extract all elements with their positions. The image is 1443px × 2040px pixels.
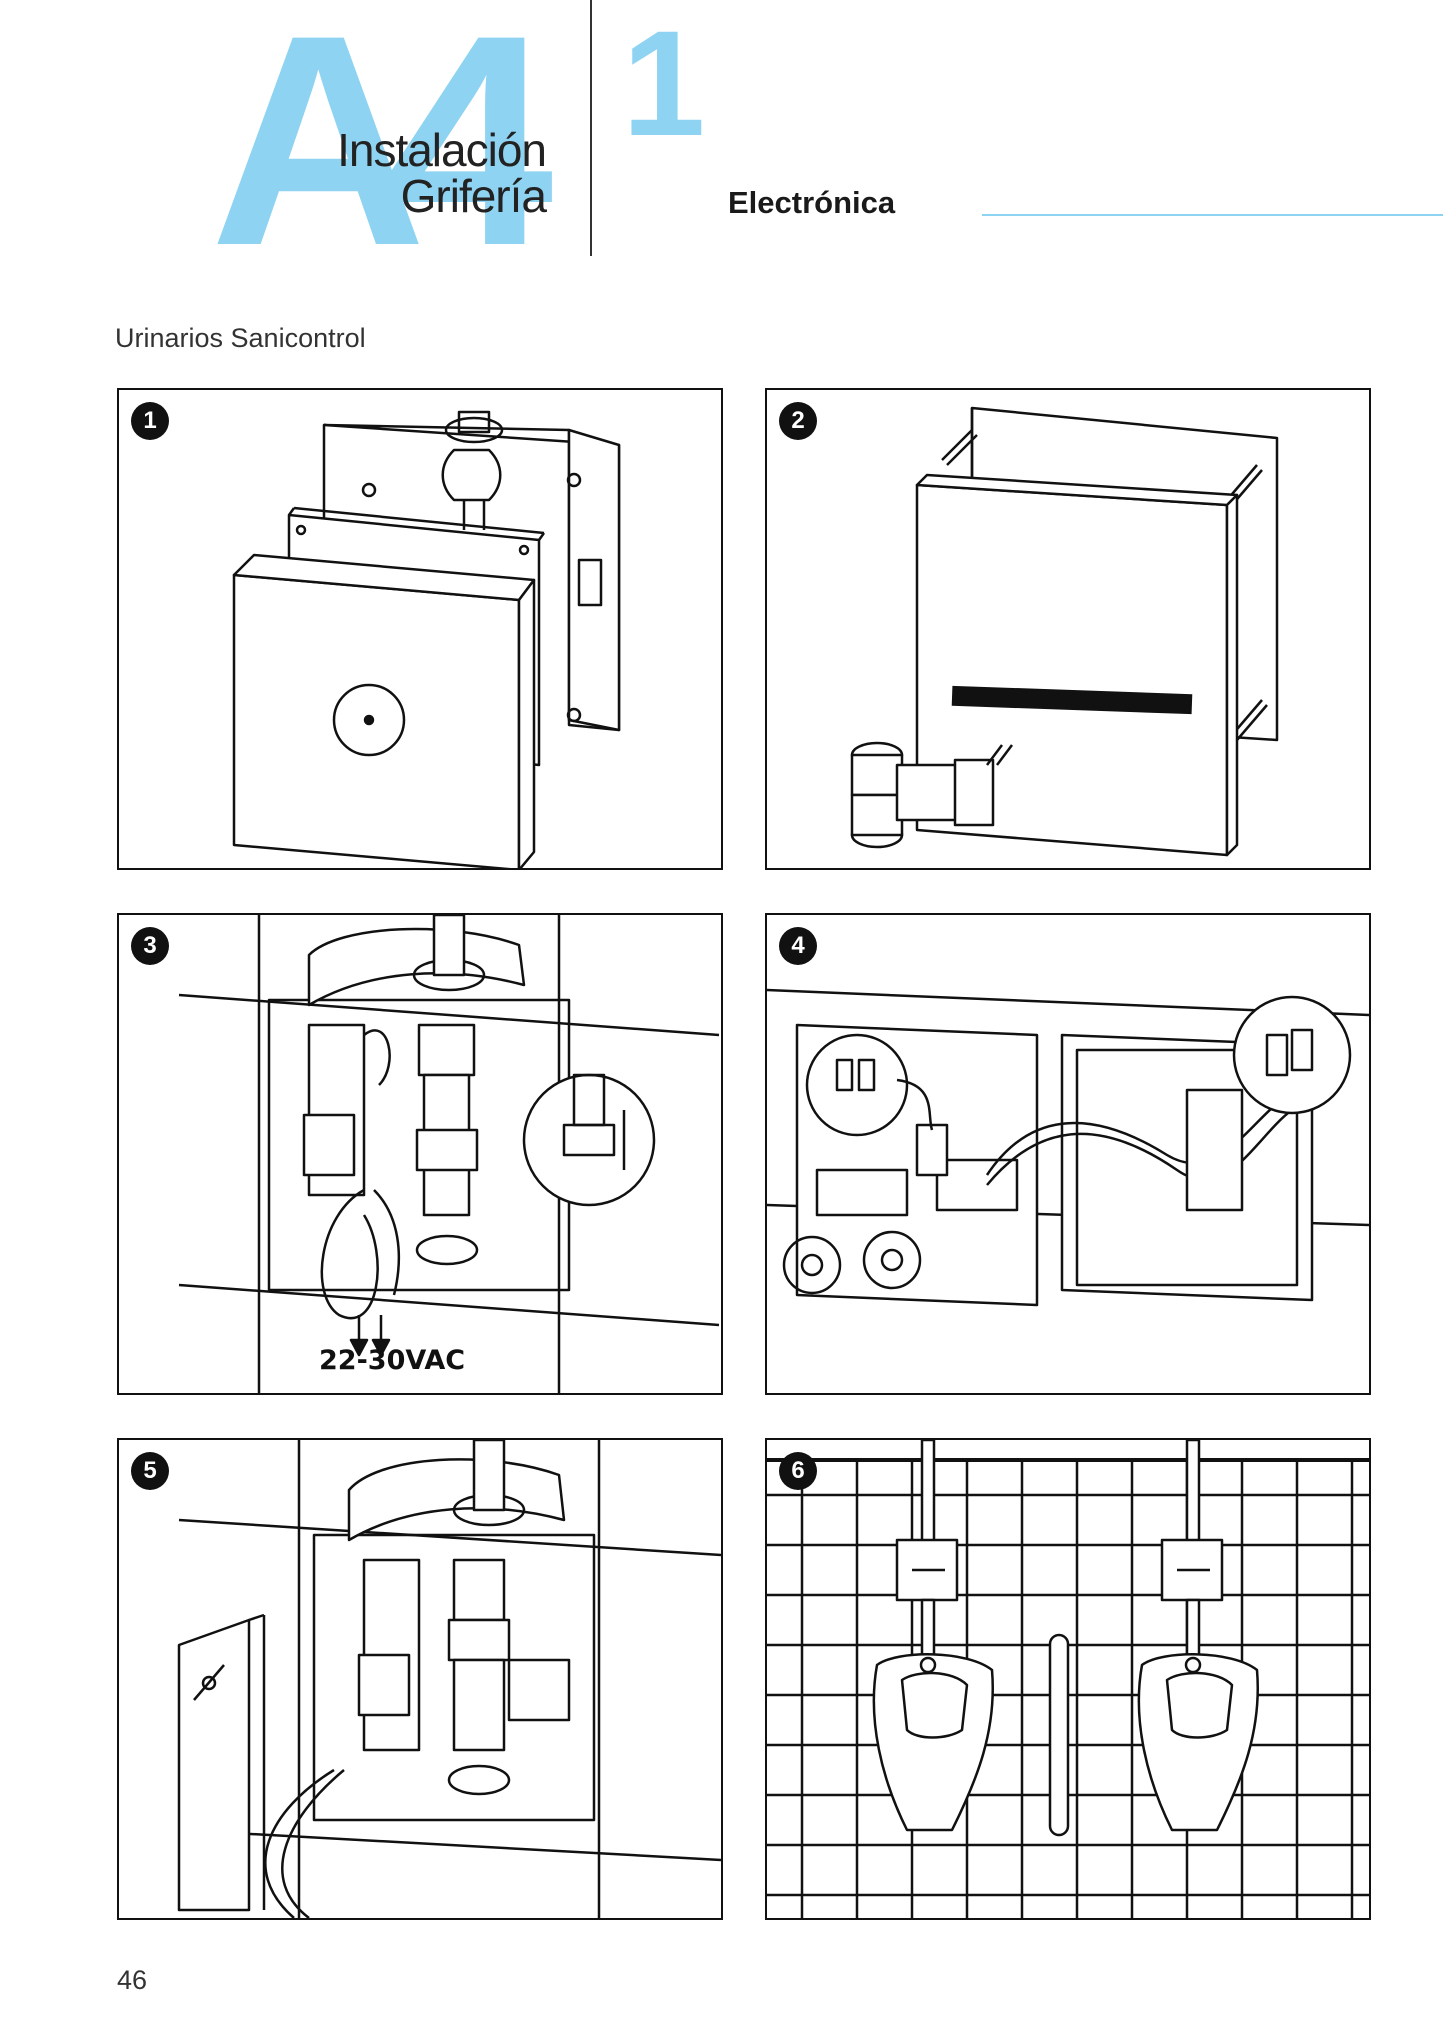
- figure-panel-4: 4: [765, 913, 1371, 1395]
- page-subtitle: Urinarios Sanicontrol: [115, 323, 366, 353]
- section-title-line2: Grifería: [400, 170, 547, 222]
- step-badge: 1: [131, 402, 169, 440]
- header-rule: [982, 214, 1443, 216]
- cover-mounting-illustration: [177, 1440, 721, 1918]
- chapter-name: Electrónica: [728, 185, 896, 220]
- chapter-number: 1: [622, 0, 706, 167]
- step-badge: 2: [779, 402, 817, 440]
- wiring-illustration: [178, 915, 720, 1393]
- valve-box-illustration: [850, 406, 1279, 857]
- sensor-connection-illustration: [767, 988, 1369, 1307]
- step-badge: 5: [131, 1452, 169, 1490]
- figure-panel-6: 6: [765, 1438, 1371, 1920]
- figure-panel-5: 5: [117, 1438, 723, 1920]
- voltage-label: 22-30VAC: [319, 1345, 466, 1376]
- concealed-box-illustration: [232, 410, 621, 868]
- step-badge: 4: [779, 927, 817, 965]
- step-badge: 6: [779, 1452, 817, 1490]
- header-divider: [590, 0, 592, 256]
- step-badge: 3: [131, 927, 169, 965]
- section-title-line1: Instalación: [337, 124, 547, 176]
- figure-panel-3: 3 22-30VAC: [117, 913, 723, 1395]
- section-code-watermark: A4: [210, 0, 553, 308]
- figure-panel-1: 1: [117, 388, 723, 870]
- installed-urinals-illustration: [767, 1440, 1369, 1918]
- page-number: 46: [117, 1965, 148, 1995]
- figure-panel-2: 2: [765, 388, 1371, 870]
